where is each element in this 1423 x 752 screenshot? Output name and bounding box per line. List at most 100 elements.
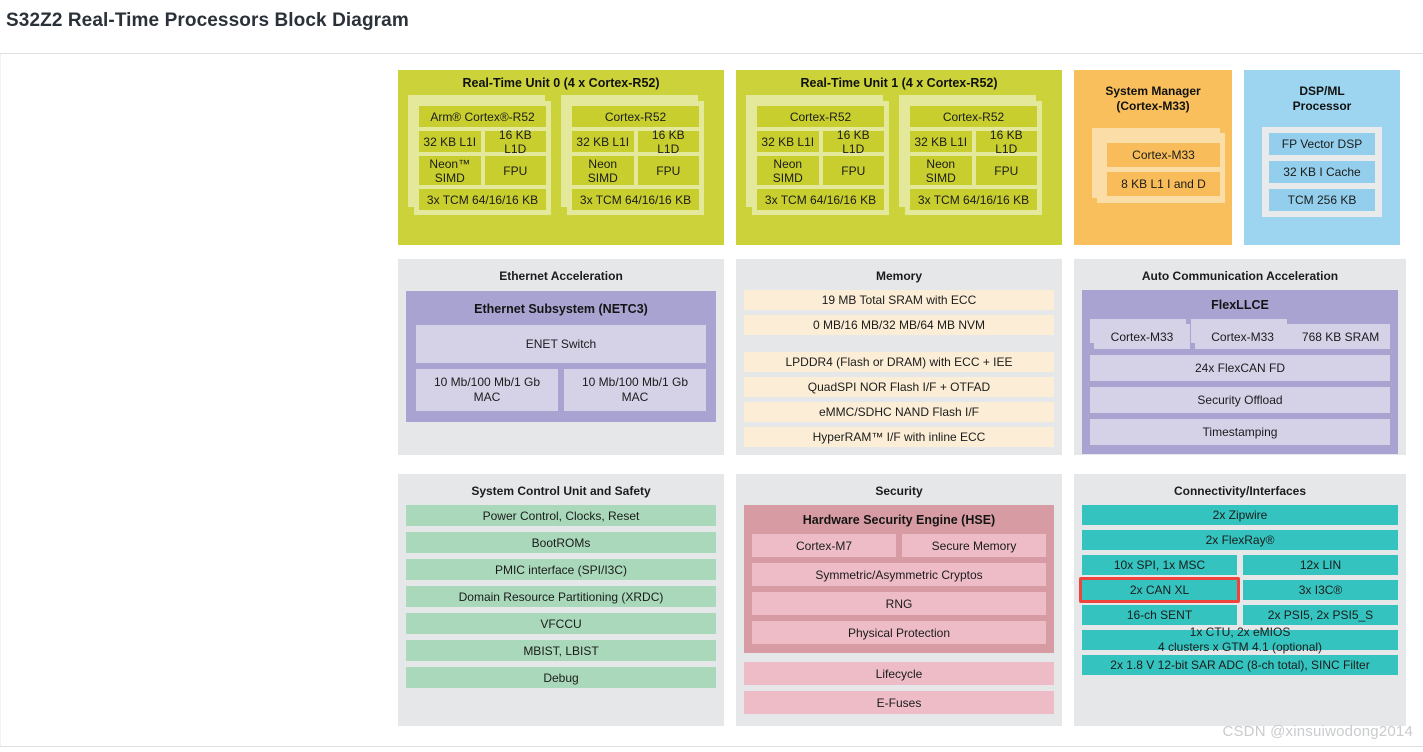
content-left-edge bbox=[0, 54, 1, 746]
panel-real-time-unit-0[interactable]: Real-Time Unit 0 (4 x Cortex-R52) Arm® C… bbox=[398, 70, 724, 245]
panel-title-rtu0: Real-Time Unit 0 (4 x Cortex-R52) bbox=[462, 76, 660, 90]
flexllce-item-timestamping: Timestamping bbox=[1090, 419, 1390, 445]
core-card[interactable]: Cortex-R52 32 KB L1I 16 KB L1D Neon SIMD… bbox=[899, 95, 1042, 215]
connectivity-item-adc: 2x 1.8 V 12-bit SAR ADC (8-ch total), SI… bbox=[1082, 655, 1398, 675]
core-card[interactable]: Cortex-R52 32 KB L1I 16 KB L1D Neon SIMD… bbox=[561, 95, 704, 215]
panel-auto-communication-acceleration[interactable]: Auto Communication Acceleration FlexLLCE… bbox=[1074, 259, 1406, 455]
watermark: CSDN @xinsuiwodong2014 bbox=[1222, 723, 1413, 740]
memory-item-nvm: 0 MB/16 MB/32 MB/64 MB NVM bbox=[744, 315, 1054, 335]
hse-core-row: Cortex-M7 Secure Memory bbox=[752, 534, 1046, 557]
connectivity-item-i3c: 3x I3C® bbox=[1243, 580, 1398, 600]
scu-item-vfccu: VFCCU bbox=[406, 613, 716, 634]
core-card-frame: Cortex-R52 32 KB L1I 16 KB L1D Neon SIMD… bbox=[567, 101, 704, 215]
panel-system-control-unit-and-safety[interactable]: System Control Unit and Safety Power Con… bbox=[398, 474, 724, 726]
core-l1d: 16 KB L1D bbox=[822, 128, 884, 156]
core-name: Arm® Cortex®-R52 bbox=[419, 106, 546, 127]
flexllce-core-card[interactable]: Cortex-M33 bbox=[1090, 319, 1190, 349]
core-name: Cortex-R52 bbox=[757, 106, 884, 127]
panel-ethernet-acceleration[interactable]: Ethernet Acceleration Ethernet Subsystem… bbox=[398, 259, 724, 455]
hse-item-cryptos: Symmetric/Asymmetric Cryptos bbox=[752, 563, 1046, 586]
panel-title-auto-comm: Auto Communication Acceleration bbox=[1141, 269, 1339, 283]
scu-item-bootroms: BootROMs bbox=[406, 532, 716, 553]
dsp-title-line1: DSP/ML bbox=[1299, 84, 1345, 98]
core-card[interactable]: Arm® Cortex®-R52 32 KB L1I 16 KB L1D Neo… bbox=[408, 95, 551, 215]
core-l1d: 16 KB L1D bbox=[484, 128, 546, 156]
panel-security[interactable]: Security Hardware Security Engine (HSE) … bbox=[736, 474, 1062, 726]
flexllce-core-label: Cortex-M33 bbox=[1094, 324, 1190, 349]
hse-core: Cortex-M7 bbox=[752, 534, 896, 557]
panel-dsp-ml-processor[interactable]: DSP/ML Processor FP Vector DSP 32 KB I C… bbox=[1244, 70, 1400, 245]
rtu0-cores: Arm® Cortex®-R52 32 KB L1I 16 KB L1D Neo… bbox=[398, 95, 724, 224]
connectivity-item-zipwire: 2x Zipwire bbox=[1082, 505, 1398, 525]
system-manager-title-line1: System Manager bbox=[1105, 84, 1201, 98]
connectivity-item-spi-msc: 10x SPI, 1x MSC bbox=[1082, 555, 1237, 575]
connectivity-row: 16-ch SENT 2x PSI5, 2x PSI5_S bbox=[1082, 605, 1398, 625]
panel-title-memory: Memory bbox=[875, 269, 922, 283]
flexllce-item-flexcan: 24x FlexCAN FD bbox=[1090, 355, 1390, 381]
core-card[interactable]: Cortex-R52 32 KB L1I 16 KB L1D Neon SIMD… bbox=[746, 95, 889, 215]
memory-item-sram: 19 MB Total SRAM with ECC bbox=[744, 290, 1054, 310]
memory-item-hyperram: HyperRAM™ I/F with inline ECC bbox=[744, 427, 1054, 447]
rtu1-cores: Cortex-R52 32 KB L1I 16 KB L1D Neon SIMD… bbox=[736, 95, 1062, 224]
core-name: Cortex-R52 bbox=[572, 106, 699, 127]
panel-memory[interactable]: Memory 19 MB Total SRAM with ECC 0 MB/16… bbox=[736, 259, 1062, 455]
core-card-frame: Cortex-R52 32 KB L1I 16 KB L1D Neon SIMD… bbox=[905, 101, 1042, 215]
scu-items: Power Control, Clocks, Reset BootROMs PM… bbox=[406, 505, 716, 688]
core-l1d: 16 KB L1D bbox=[637, 128, 699, 156]
connectivity-item-can-xl[interactable]: 2x CAN XL bbox=[1082, 580, 1237, 600]
ethernet-mac: 10 Mb/100 Mb/1 Gb MAC bbox=[564, 369, 706, 411]
hse-item-rng: RNG bbox=[752, 592, 1046, 615]
hse-item-physical-protection: Physical Protection bbox=[752, 621, 1046, 644]
scu-item-debug: Debug bbox=[406, 667, 716, 688]
hse-title: Hardware Security Engine (HSE) bbox=[802, 513, 996, 527]
hse-items: Symmetric/Asymmetric Cryptos RNG Physica… bbox=[752, 563, 1046, 644]
diagram-row-memory-comm: Ethernet Acceleration Ethernet Subsystem… bbox=[398, 259, 1408, 455]
core-simd: Neon SIMD bbox=[910, 156, 972, 185]
core-l1d: 16 KB L1D bbox=[975, 128, 1037, 156]
core-tcm: 3x TCM 64/16/16 KB bbox=[419, 189, 546, 210]
memory-item-lpddr4: LPDDR4 (Flash or DRAM) with ECC + IEE bbox=[744, 352, 1054, 372]
panel-title-scu: System Control Unit and Safety bbox=[471, 484, 651, 498]
system-manager-stack: Cortex-M33 8 KB L1 I and D bbox=[1092, 128, 1225, 210]
flexllce-items: 24x FlexCAN FD Security Offload Timestam… bbox=[1090, 355, 1390, 445]
security-item-efuses: E-Fuses bbox=[744, 691, 1054, 714]
dsp-title-line2: Processor bbox=[1292, 99, 1352, 113]
panel-real-time-unit-1[interactable]: Real-Time Unit 1 (4 x Cortex-R52) Cortex… bbox=[736, 70, 1062, 245]
timers-line2: 4 clusters x GTM 4.1 (optional) bbox=[1157, 640, 1323, 654]
core-l1i: 32 KB L1I bbox=[757, 131, 819, 152]
connectivity-item-sent: 16-ch SENT bbox=[1082, 605, 1237, 625]
flexllce-sram: 768 KB SRAM bbox=[1291, 324, 1390, 349]
flexllce-core-card[interactable]: Cortex-M33 bbox=[1190, 319, 1291, 349]
core-tcm: 3x TCM 64/16/16 KB bbox=[572, 189, 699, 210]
panel-title-connectivity: Connectivity/Interfaces bbox=[1173, 484, 1307, 498]
header-divider bbox=[0, 53, 1423, 54]
system-manager-core: Cortex-M33 bbox=[1107, 143, 1220, 167]
security-item-lifecycle: Lifecycle bbox=[744, 662, 1054, 685]
panel-connectivity-interfaces[interactable]: Connectivity/Interfaces 2x Zipwire 2x Fl… bbox=[1074, 474, 1406, 726]
system-manager-inner: Cortex-M33 8 KB L1 I and D bbox=[1102, 138, 1225, 201]
ethernet-subsystem-title: Ethernet Subsystem (NETC3) bbox=[474, 302, 648, 316]
ethernet-subsystem: Ethernet Subsystem (NETC3) ENET Switch 1… bbox=[406, 291, 716, 422]
core-card-frame: Cortex-R52 32 KB L1I 16 KB L1D Neon SIMD… bbox=[752, 101, 889, 215]
core-fpu: FPU bbox=[484, 156, 546, 185]
flexllce-title: FlexLLCE bbox=[1211, 298, 1269, 312]
panel-title-ethernet: Ethernet Acceleration bbox=[499, 269, 623, 283]
memory-group-spacer bbox=[744, 335, 1054, 352]
core-tcm: 3x TCM 64/16/16 KB bbox=[757, 189, 884, 210]
core-fpu: FPU bbox=[975, 156, 1037, 185]
connectivity-item-flexray: 2x FlexRay® bbox=[1082, 530, 1398, 550]
timers-line1: 1x CTU, 2x eMIOS bbox=[1189, 625, 1291, 639]
core-name: Cortex-R52 bbox=[910, 106, 1037, 127]
connectivity-item-timers: 1x CTU, 2x eMIOS 4 clusters x GTM 4.1 (o… bbox=[1082, 625, 1398, 654]
scu-item-pmic: PMIC interface (SPI/I3C) bbox=[406, 559, 716, 580]
scu-item-xrdc: Domain Resource Partitioning (XRDC) bbox=[406, 586, 716, 607]
dsp-item-tcm: TCM 256 KB bbox=[1269, 189, 1375, 211]
panel-title-dsp-ml: DSP/ML Processor bbox=[1252, 77, 1392, 114]
enet-switch: ENET Switch bbox=[416, 325, 706, 363]
hse-secure-memory: Secure Memory bbox=[902, 534, 1046, 557]
memory-group-internal: 19 MB Total SRAM with ECC 0 MB/16 MB/32 … bbox=[744, 290, 1054, 335]
dsp-ml-inner: FP Vector DSP 32 KB I Cache TCM 256 KB bbox=[1262, 127, 1382, 217]
connectivity-row: 10x SPI, 1x MSC 12x LIN bbox=[1082, 555, 1398, 575]
panel-system-manager[interactable]: System Manager (Cortex-M33) Cortex-M33 8… bbox=[1074, 70, 1232, 245]
